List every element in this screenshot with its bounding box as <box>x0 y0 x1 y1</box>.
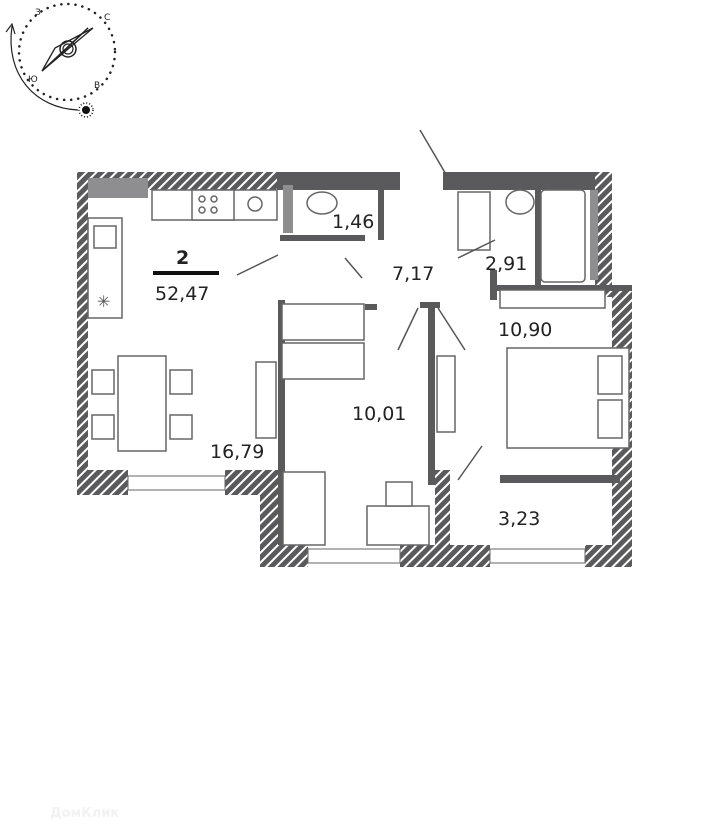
compass-south: Ю <box>28 75 38 85</box>
stove-icon <box>191 189 235 221</box>
rooms-count: 2 <box>176 247 189 269</box>
watermark: ДомКлик <box>50 806 119 821</box>
label-divider <box>153 271 219 275</box>
sun-icon <box>78 102 94 118</box>
area-bedroom-small: 10,01 <box>352 403 406 425</box>
washer-icon <box>247 196 263 212</box>
bathroom-furniture <box>457 189 598 283</box>
area-bathroom: 2,91 <box>485 253 527 275</box>
doors <box>236 129 496 481</box>
toilet-icon <box>306 191 338 215</box>
area-toilet: 1,46 <box>332 211 374 233</box>
walls <box>77 172 632 567</box>
single-bed <box>282 471 326 546</box>
chair <box>385 481 413 507</box>
wardrobe <box>281 342 365 380</box>
compass-east: В <box>94 81 100 91</box>
compass-north: С <box>104 13 110 23</box>
area-kitchen-living: 16,79 <box>210 441 264 463</box>
bath-sink-icon <box>505 189 535 215</box>
area-bedroom-large: 10,90 <box>498 319 552 341</box>
tv-icon <box>436 355 456 433</box>
sink-icon <box>93 225 117 249</box>
area-hallway: 7,17 <box>392 263 434 285</box>
rotation-arrow-icon <box>10 25 79 111</box>
desk <box>366 505 430 546</box>
total-area: 52,47 <box>155 283 209 305</box>
dining-table <box>117 355 167 452</box>
kitchen-furniture: ✳ <box>87 178 278 452</box>
fridge-icon: ✳ <box>97 294 110 311</box>
bathtub-icon <box>540 189 586 283</box>
towel-rail-icon <box>457 191 491 251</box>
compass: З С Ю В <box>5 2 117 118</box>
tv-icon <box>255 361 277 439</box>
wardrobe <box>281 303 365 341</box>
compass-west: З <box>35 8 41 18</box>
compass-needle-icon <box>41 27 94 72</box>
area-balcony: 3,23 <box>498 508 540 530</box>
wardrobe <box>499 289 606 309</box>
